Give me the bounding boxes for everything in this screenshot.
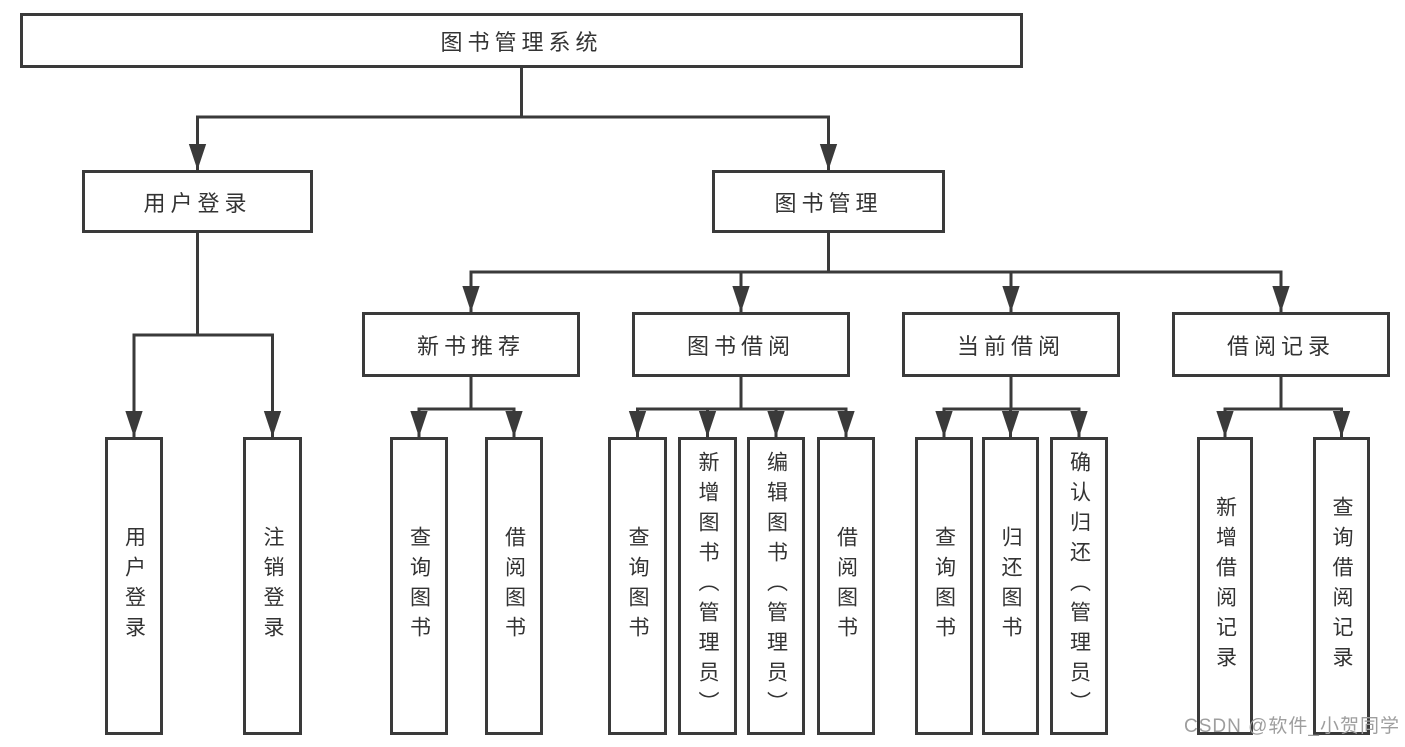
leaf-query-borrow-record: 查询借阅记录	[1313, 437, 1370, 735]
node-library-management-system: 图书管理系统	[20, 13, 1023, 68]
leaf-query-books-borrowing: 查询图书	[608, 437, 667, 735]
node-label: 图书借阅	[686, 333, 795, 359]
leaf-confirm-return-admin: 确认归还（管理员）	[1050, 437, 1108, 735]
leaf-label: 编辑图书（管理员）	[764, 451, 788, 721]
leaf-label: 注销登录	[261, 526, 284, 646]
leaf-return-books: 归还图书	[982, 437, 1039, 735]
node-current-borrowing: 当前借阅	[902, 312, 1120, 377]
leaf-label: 查询图书	[626, 526, 649, 646]
leaf-label: 新增借阅记录	[1213, 496, 1237, 676]
node-book-management: 图书管理	[712, 170, 945, 233]
node-borrowing-records: 借阅记录	[1172, 312, 1390, 377]
node-label: 用户登录	[143, 190, 252, 216]
leaf-query-books-current: 查询图书	[915, 437, 973, 735]
node-label: 借阅记录	[1226, 333, 1335, 359]
csdn-watermark: CSDN @软件_小贺同学	[1184, 716, 1400, 737]
node-user-login: 用户登录	[82, 170, 313, 233]
leaf-label: 查询图书	[932, 526, 956, 646]
leaf-logout: 注销登录	[243, 437, 302, 735]
leaf-user-login: 用户登录	[105, 437, 163, 735]
leaf-label: 用户登录	[122, 526, 146, 646]
leaf-add-books-admin: 新增图书（管理员）	[678, 437, 737, 735]
leaf-label: 借阅图书	[502, 526, 526, 646]
leaf-borrow-books: 借阅图书	[817, 437, 875, 735]
leaf-add-borrow-record: 新增借阅记录	[1197, 437, 1253, 735]
node-label: 新书推荐	[416, 333, 525, 359]
node-label: 图书管理	[774, 190, 883, 216]
leaf-query-books-recommend: 查询图书	[390, 437, 448, 735]
node-book-borrowing: 图书借阅	[632, 312, 850, 377]
leaf-label: 查询借阅记录	[1330, 496, 1353, 676]
leaf-label: 借阅图书	[834, 526, 858, 646]
node-label: 图书管理系统	[440, 29, 603, 55]
leaf-label: 确认归还（管理员）	[1067, 451, 1091, 721]
leaf-label: 查询图书	[407, 526, 431, 646]
leaf-label: 归还图书	[999, 526, 1022, 646]
leaf-edit-books-admin: 编辑图书（管理员）	[747, 437, 805, 735]
leaf-borrow-books-recommend: 借阅图书	[485, 437, 543, 735]
node-label: 当前借阅	[956, 333, 1065, 359]
leaf-label: 新增图书（管理员）	[696, 451, 719, 721]
node-new-book-recommendation: 新书推荐	[362, 312, 580, 377]
